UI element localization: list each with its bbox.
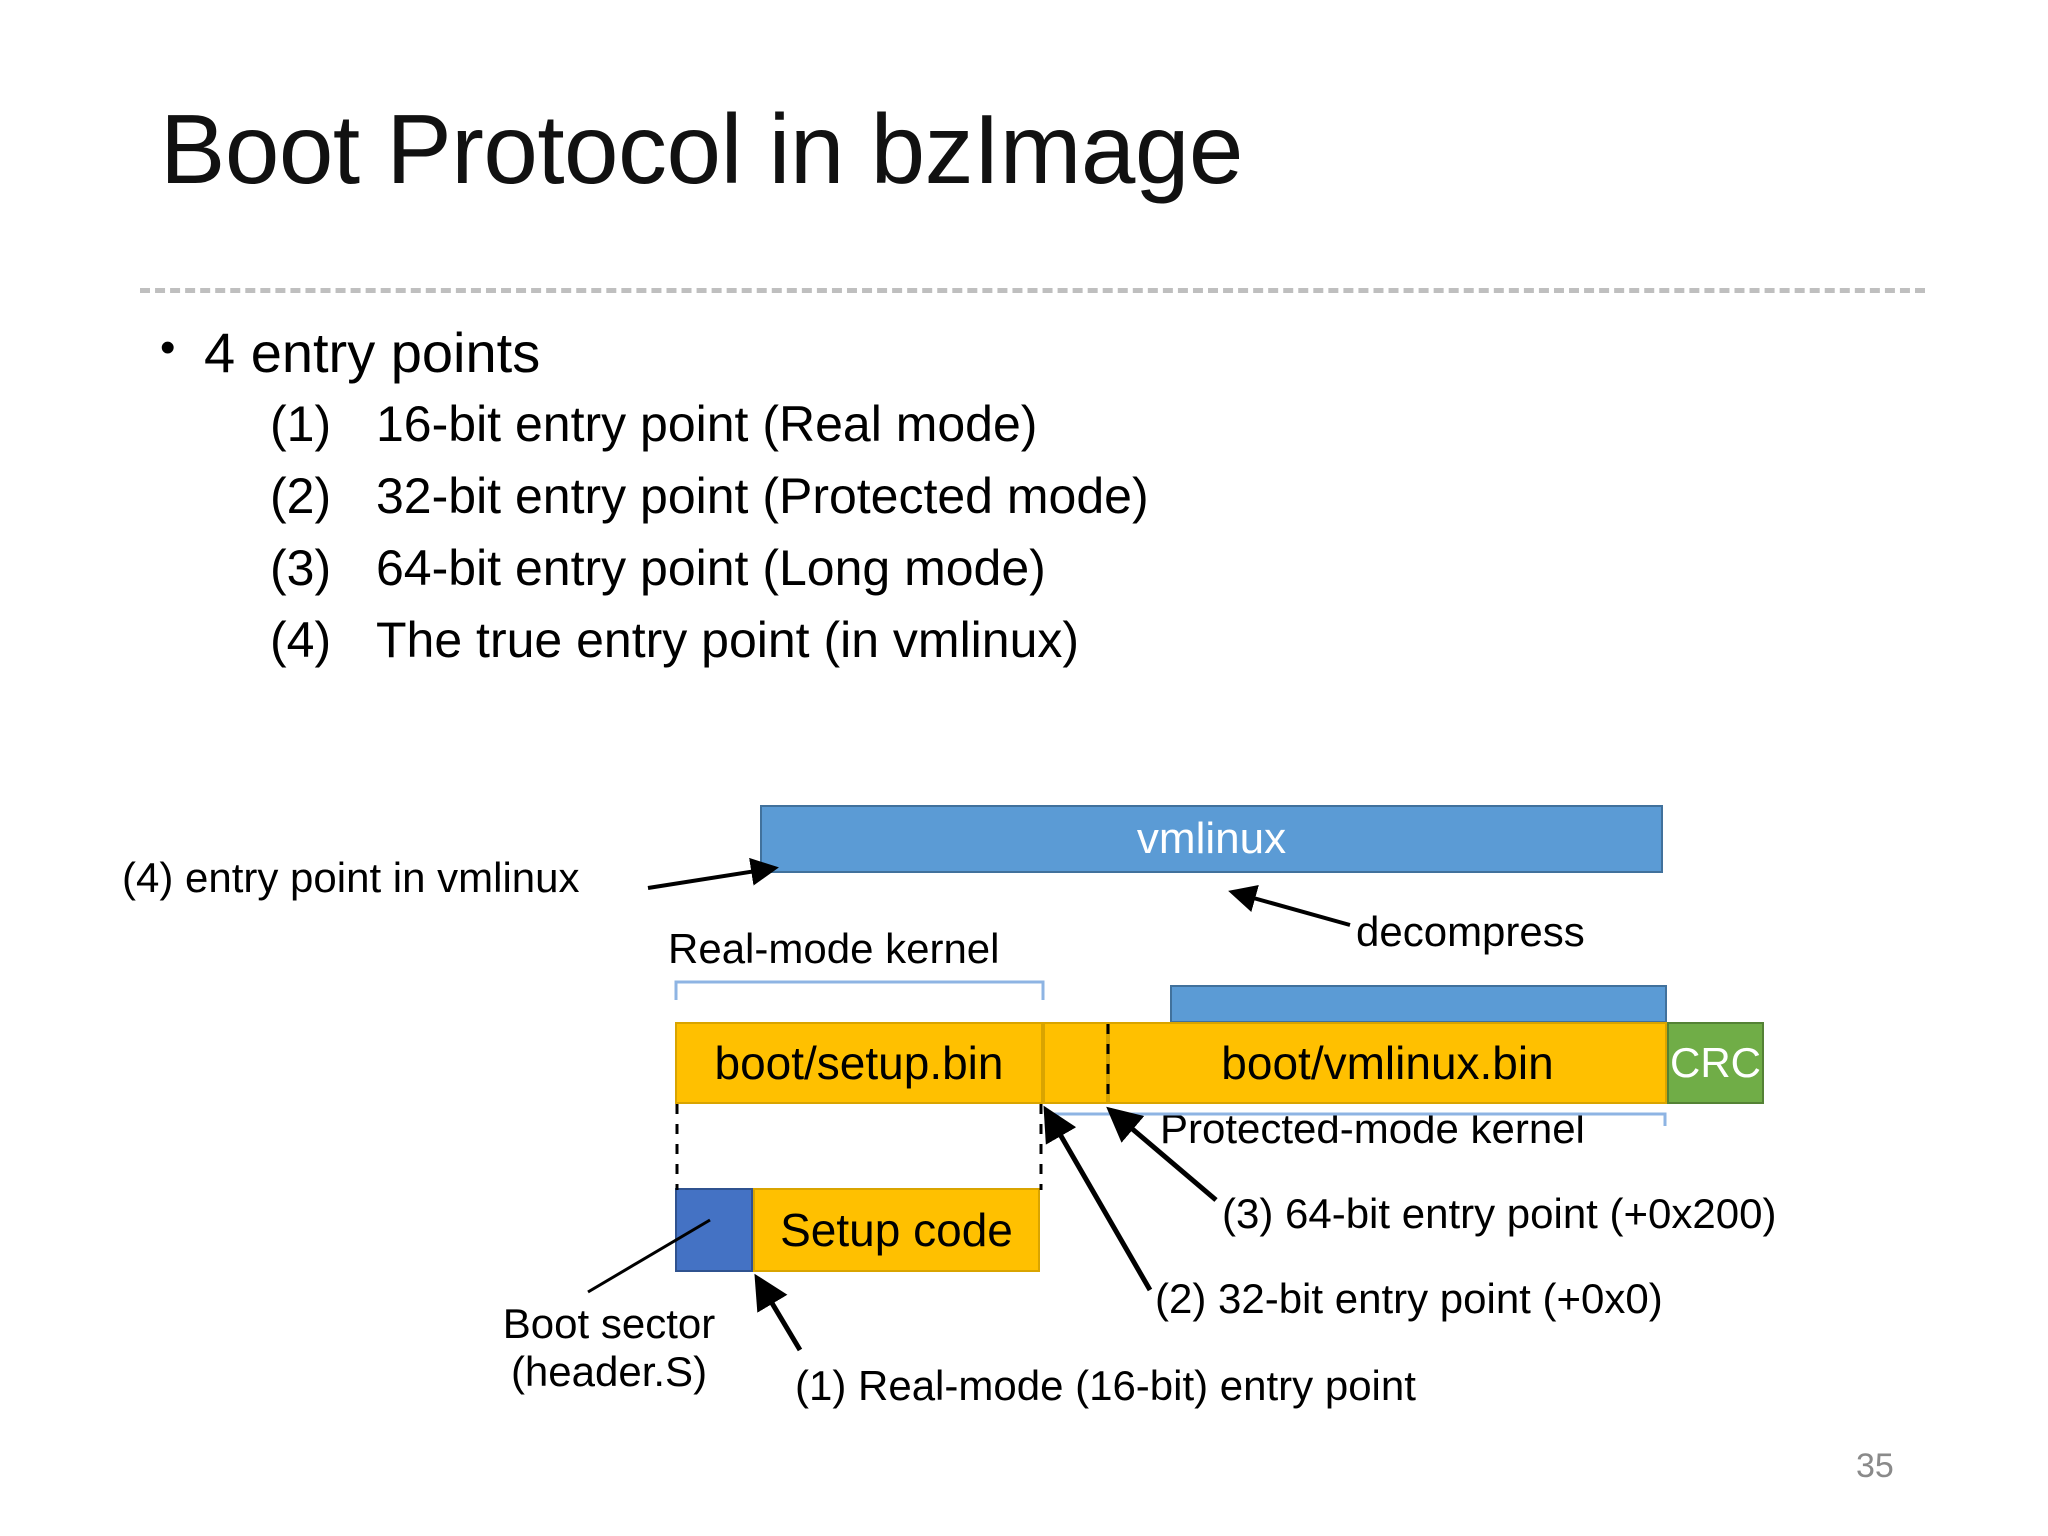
setup-bin-label: boot/setup.bin xyxy=(714,1037,1004,1089)
crc-label: CRC xyxy=(1670,1039,1761,1086)
sub-list: (1) 16-bit entry point (Real mode) (2) 3… xyxy=(270,399,1660,665)
arrow-entry2 xyxy=(1043,1105,1153,1292)
label-decompress: decompress xyxy=(1356,908,1585,955)
label-entry-point-1: (1) Real-mode (16-bit) entry point xyxy=(795,1362,1416,1409)
list-item-number: (2) xyxy=(270,467,332,524)
list-item: (4) The true entry point (in vmlinux) xyxy=(270,615,1660,665)
list-item-number: (3) xyxy=(270,539,332,596)
boot-sector-block xyxy=(675,1188,753,1272)
vmlinux-block: vmlinux xyxy=(760,805,1663,873)
list-item: (2) 32-bit entry point (Protected mode) xyxy=(270,471,1660,521)
label-protected-mode-kernel: Protected-mode kernel xyxy=(1160,1105,1585,1152)
list-item: (3) 64-bit entry point (Long mode) xyxy=(270,543,1660,593)
label-entry-point-2: (2) 32-bit entry point (+0x0) xyxy=(1155,1275,1663,1322)
setup-code-label: Setup code xyxy=(780,1204,1013,1256)
list-item-label: 16-bit entry point (Real mode) xyxy=(376,395,1038,452)
list-item-label: 64-bit entry point (Long mode) xyxy=(376,539,1046,596)
page-title: Boot Protocol in bzImage xyxy=(160,94,1243,204)
vmlinux-bin-label: boot/vmlinux.bin xyxy=(1221,1037,1554,1089)
list-item-label: 32-bit entry point (Protected mode) xyxy=(376,467,1149,524)
page-number: 35 xyxy=(1856,1447,1894,1485)
vmlinux-block-label: vmlinux xyxy=(1136,814,1287,863)
label-entry-point-3: (3) 64-bit entry point (+0x200) xyxy=(1222,1190,1777,1237)
arrow-entry4 xyxy=(647,857,779,890)
label-boot-sector: Boot sector (header.S) xyxy=(489,1300,729,1397)
setup-padding-block xyxy=(1043,1022,1108,1104)
crc-block: CRC xyxy=(1667,1022,1764,1104)
setup-bin-block: boot/setup.bin xyxy=(675,1022,1043,1104)
list-item-number: (4) xyxy=(270,611,332,668)
setup-code-block: Setup code xyxy=(753,1188,1040,1272)
label-real-mode-kernel: Real-mode kernel xyxy=(668,925,1000,972)
vmlinux-bin-block: boot/vmlinux.bin xyxy=(1108,1022,1667,1104)
bullet-list: • 4 entry points (1) 16-bit entry point … xyxy=(160,321,1660,687)
bullet-dot-icon: • xyxy=(160,323,176,372)
arrow-entry1 xyxy=(754,1273,803,1352)
bullet-main-label: 4 entry points xyxy=(204,321,541,384)
label-entry-point-4: (4) entry point in vmlinux xyxy=(122,854,580,901)
list-item-number: (1) xyxy=(270,395,332,452)
bullet-main: • 4 entry points xyxy=(160,321,1660,385)
label-boot-sector-line2: (header.S) xyxy=(510,1348,708,1396)
list-item: (1) 16-bit entry point (Real mode) xyxy=(270,399,1660,449)
title-divider xyxy=(140,288,1925,293)
arrow-decompress xyxy=(1228,884,1351,927)
bracket-real-mode-kernel xyxy=(674,980,1045,1000)
label-boot-sector-line1: Boot sector xyxy=(502,1300,716,1347)
list-item-label: The true entry point (in vmlinux) xyxy=(376,611,1080,668)
decompressed-vmlinux-block xyxy=(1170,985,1667,1023)
